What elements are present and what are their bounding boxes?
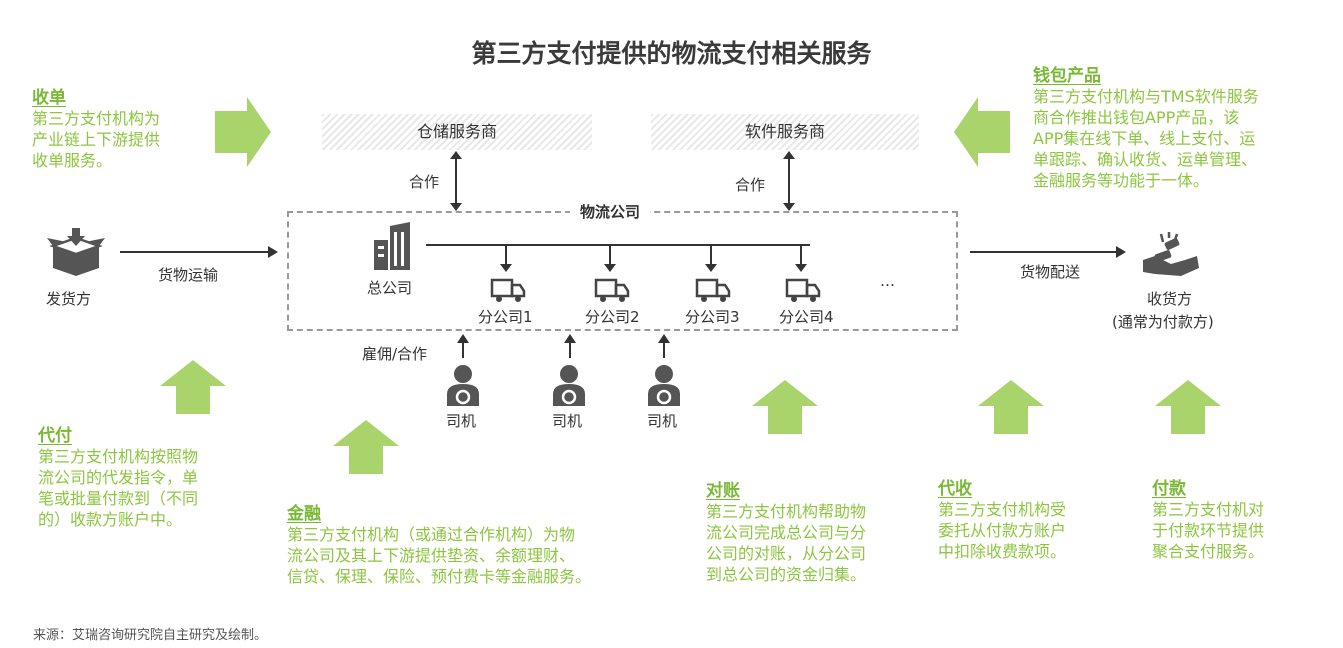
- hire-label: 雇佣/合作: [362, 345, 428, 363]
- double-arrow-icon: [450, 151, 462, 211]
- driver-label: 司机: [647, 412, 678, 430]
- hand-coin-icon: [1143, 232, 1199, 276]
- arrow-up-icon: [333, 420, 399, 474]
- distribution-lines: [426, 244, 810, 272]
- source-note: 来源：艾瑞咨询研究院自主研究及绘制。: [33, 628, 268, 643]
- arrow-right-line: [120, 246, 278, 258]
- receiver-note: (通常为付款方): [1112, 313, 1214, 331]
- panel-jinrong: 金融 第三方支付机构（或通过合作机构）为物 流公司及其上下游提供垫资、余额理财、…: [287, 499, 591, 587]
- driver-label: 司机: [552, 412, 583, 430]
- branch-label: 分公司3: [685, 308, 740, 326]
- panel-line: 第三方支付机对: [1152, 500, 1265, 519]
- arrow-up-icon: [160, 360, 226, 414]
- panel-heading: 金融: [287, 504, 321, 524]
- truck-icon: [695, 278, 731, 302]
- hq-label: 总公司: [367, 279, 413, 297]
- building-icon: [374, 222, 410, 270]
- branch-label: 分公司4: [779, 308, 834, 326]
- panel-line: 第三方支付机构帮助物: [706, 502, 867, 521]
- panel-duizhang: 对账 第三方支付机构帮助物 流公司完成总公司与分 公司的对账，从分公司 到总公司…: [706, 476, 866, 585]
- panel-line: 的）收款方账户中。: [38, 510, 183, 529]
- up-arrow-icon: [564, 334, 576, 358]
- page-title: 第三方支付提供的物流支付相关服务: [471, 39, 872, 68]
- shipper-label: 发货方: [46, 290, 92, 308]
- branch-label: 分公司2: [585, 308, 640, 326]
- panel-heading: 对账: [706, 481, 740, 501]
- driver-icon: [553, 365, 585, 406]
- panel-line: 中扣除收费款项。: [938, 542, 1067, 561]
- panel-line: 第三方支付机构为: [32, 109, 161, 128]
- coop-label: 合作: [409, 173, 440, 191]
- truck-icon: [785, 278, 821, 302]
- panel-line: 公司的对账，从分公司: [706, 544, 867, 563]
- panel-daifu: 代付 第三方支付机构按照物 流公司的代发指令，单 笔或批量付款到（不同 的）收款…: [38, 421, 198, 530]
- branch-label: 分公司1: [478, 308, 533, 326]
- panel-line: 第三方支付机构受: [938, 500, 1067, 519]
- panel-line: 第三方支付机构（或通过合作机构）为物: [287, 525, 576, 544]
- panel-line: 第三方支付机构与TMS软件服务: [1033, 87, 1259, 106]
- arrow-up-icon: [1155, 380, 1221, 434]
- panel-heading: 钱包产品: [1033, 66, 1101, 86]
- panel-line: 商合作推出钱包APP产品，该: [1033, 108, 1240, 127]
- panel-line: 第三方支付机构按照物: [38, 447, 199, 466]
- panel-heading: 付款: [1152, 479, 1186, 499]
- arrow-up-icon: [752, 380, 818, 434]
- panel-line: 收单服务。: [32, 151, 113, 170]
- panel-line: 流公司及其上下游提供垫资、余额理财、: [287, 546, 576, 565]
- panel-line: 流公司的代发指令，单: [38, 468, 199, 487]
- panel-line: 聚合支付服务。: [1152, 542, 1265, 561]
- panel-line: 单跟踪、确认收货、运单管理、: [1033, 150, 1258, 169]
- up-arrow-icon: [658, 334, 670, 358]
- warehouse-provider: 仓储服务商: [322, 114, 592, 150]
- panel-line: APP集在线下单、线上支付、运: [1033, 129, 1256, 148]
- panel-shoudan: 收单 第三方支付机构为 产业链上下游提供 收单服务。: [32, 83, 160, 171]
- double-arrow-icon: [783, 151, 795, 211]
- panel-heading: 代收: [938, 479, 972, 499]
- arrow-up-icon: [978, 380, 1044, 434]
- panel-line: 产业链上下游提供: [32, 130, 161, 149]
- panel-line: 到总公司的资金归集。: [706, 565, 867, 584]
- transport-label: 货物运输: [158, 266, 219, 284]
- panel-daishou: 代收 第三方支付机构受 委托从付款方账户 中扣除收费款项。: [938, 474, 1066, 562]
- arrow-right-icon: [215, 97, 271, 167]
- truck-icon: [594, 278, 630, 302]
- coop-label: 合作: [735, 176, 766, 194]
- delivery-label: 货物配送: [1020, 263, 1081, 281]
- driver-icon: [648, 365, 680, 406]
- box-icon: [47, 228, 105, 276]
- panel-line: 信贷、保理、保险、预付费卡等金融服务。: [287, 567, 592, 586]
- panel-fukuan: 付款 第三方支付机对 于付款环节提供 聚合支付服务。: [1152, 474, 1264, 562]
- panel-heading: 代付: [38, 426, 72, 446]
- arrow-right-line: [970, 246, 1126, 258]
- ellipsis: …: [880, 272, 895, 290]
- panel-heading: 收单: [32, 88, 66, 108]
- logistics-company-label: 物流公司: [570, 201, 651, 222]
- panel-line: 金融服务等功能于一体。: [1033, 171, 1210, 190]
- driver-label: 司机: [446, 412, 477, 430]
- panel-line: 流公司完成总公司与分: [706, 523, 867, 542]
- panel-qianbao: 钱包产品 第三方支付机构与TMS软件服务 商合作推出钱包APP产品，该 APP集…: [1033, 61, 1259, 191]
- driver-icon: [447, 365, 479, 406]
- truck-icon: [490, 278, 526, 302]
- up-arrow-icon: [457, 334, 469, 358]
- software-provider: 软件服务商: [651, 114, 919, 150]
- arrow-left-icon: [954, 97, 1010, 167]
- receiver-label: 收货方: [1147, 290, 1193, 308]
- panel-line: 笔或批量付款到（不同: [38, 489, 199, 508]
- panel-line: 委托从付款方账户: [938, 521, 1067, 540]
- panel-line: 于付款环节提供: [1152, 521, 1265, 540]
